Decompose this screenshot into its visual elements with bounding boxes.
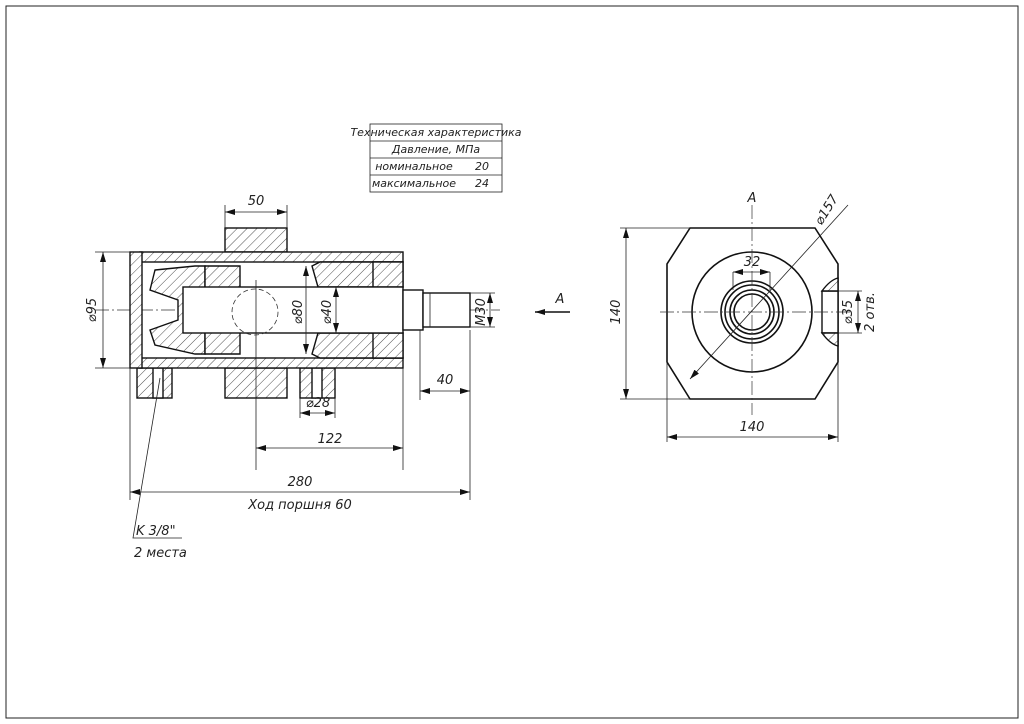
hole-count: 2 отв. bbox=[863, 292, 878, 332]
end-view-a: A ⌀157 32 140 140 ⌀35 2 отв. bbox=[609, 191, 878, 442]
port-thread-label: K 3/8" bbox=[136, 524, 176, 539]
spec-row-value: 20 bbox=[475, 160, 489, 173]
port-count-label: 2 места bbox=[134, 546, 187, 561]
dim-rod-dia: ⌀40 bbox=[320, 300, 335, 324]
dim-port-dia: ⌀28 bbox=[306, 396, 330, 411]
spec-table: Техническая характеристика Давление, МПа… bbox=[350, 123, 522, 193]
side-section-view: 50 ⌀95 ⌀80 ⌀40 M30 40 ⌀28 122 280 Ход по… bbox=[85, 194, 570, 561]
dim-122: 122 bbox=[318, 432, 343, 447]
sheet-border bbox=[5, 5, 1019, 719]
spec-row-value: 24 bbox=[475, 177, 489, 190]
dim-width: 140 bbox=[740, 420, 765, 435]
dim-thread: M30 bbox=[474, 298, 489, 326]
dim-total-length: 280 bbox=[288, 475, 313, 490]
view-a-title: A bbox=[747, 191, 757, 206]
spec-row-label: максимальное bbox=[372, 177, 456, 190]
dim-thread-len: 40 bbox=[437, 373, 454, 388]
spec-row-label: номинальное bbox=[375, 160, 453, 173]
dim-height: 140 bbox=[609, 300, 624, 325]
stroke-label: Ход поршня 60 bbox=[247, 498, 352, 513]
dim-diagonal: ⌀157 bbox=[812, 192, 842, 228]
view-marker-a: A bbox=[555, 292, 565, 307]
spec-table-pressure: Давление, МПа bbox=[391, 143, 480, 156]
dim-32: 32 bbox=[744, 255, 761, 270]
dim-flange-width: 50 bbox=[248, 194, 265, 209]
dim-body-dia: ⌀95 bbox=[85, 298, 100, 322]
dim-hole-dia: ⌀35 bbox=[841, 300, 856, 324]
spec-table-title: Техническая характеристика bbox=[350, 126, 521, 139]
dim-piston-dia: ⌀80 bbox=[291, 300, 306, 324]
